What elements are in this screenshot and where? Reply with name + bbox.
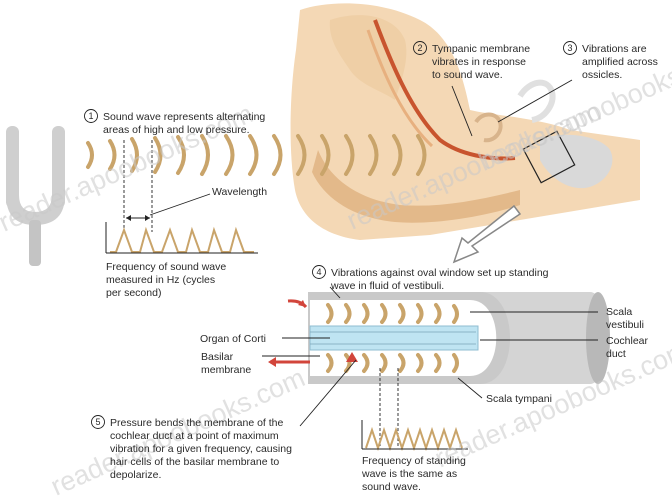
svg-text:Frequency of standing: Frequency of standing bbox=[362, 455, 466, 467]
svg-text:Sound wave represents alternat: Sound wave represents alternating bbox=[103, 111, 265, 123]
svg-text:4: 4 bbox=[316, 267, 321, 277]
svg-text:vestibuli: vestibuli bbox=[606, 319, 644, 331]
frequency-standing-label: Frequency of standing wave is the same a… bbox=[361, 455, 466, 493]
svg-text:duct: duct bbox=[606, 348, 626, 360]
svg-text:ossicles.: ossicles. bbox=[582, 69, 622, 81]
svg-text:to sound wave.: to sound wave. bbox=[432, 69, 503, 81]
svg-text:3: 3 bbox=[567, 43, 572, 53]
svg-text:wave is the same as: wave is the same as bbox=[361, 468, 457, 480]
svg-text:wave in fluid of vestibuli.: wave in fluid of vestibuli. bbox=[330, 280, 444, 292]
svg-text:Basilar: Basilar bbox=[201, 351, 234, 363]
svg-text:sound wave.: sound wave. bbox=[362, 481, 421, 493]
cochlea-wave-arcs bbox=[326, 303, 459, 373]
svg-text:membrane: membrane bbox=[201, 364, 251, 376]
svg-text:areas of high and low pressure: areas of high and low pressure. bbox=[103, 124, 250, 136]
outer-ear-illustration bbox=[290, 3, 640, 240]
svg-text:per second): per second) bbox=[106, 287, 161, 299]
svg-text:Scala: Scala bbox=[606, 306, 632, 318]
wavelength-label: Wavelength bbox=[212, 186, 267, 198]
scala-vestibuli-label: Scala vestibuli bbox=[606, 306, 644, 331]
step-1-callout: 1 Sound wave represents alternating area… bbox=[84, 109, 265, 136]
sound-wave-arcs bbox=[86, 134, 427, 176]
svg-text:5: 5 bbox=[95, 417, 100, 427]
svg-text:vibration for a given frequenc: vibration for a given frequency, causing bbox=[110, 443, 292, 455]
frequency-sound-label: Frequency of sound wave measured in Hz (… bbox=[106, 261, 226, 299]
standing-wave-trace bbox=[365, 426, 463, 452]
sound-frequency-trace bbox=[110, 226, 254, 253]
tuning-fork-icon bbox=[6, 126, 65, 266]
step-5-callout: 5 Pressure bends the membrane of the coc… bbox=[91, 415, 292, 481]
bend-point-marker bbox=[346, 352, 358, 362]
svg-text:hair cells of the basilar memb: hair cells of the basilar membrane to bbox=[110, 456, 279, 468]
organ-of-corti-label: Organ of Corti bbox=[200, 333, 266, 345]
svg-text:1: 1 bbox=[88, 111, 93, 121]
svg-text:Frequency of sound wave: Frequency of sound wave bbox=[106, 261, 226, 273]
svg-text:Vibrations against oval window: Vibrations against oval window set up st… bbox=[331, 267, 549, 279]
cochlea-tube bbox=[268, 292, 610, 384]
svg-text:amplified across: amplified across bbox=[582, 56, 658, 68]
detail-box bbox=[522, 130, 576, 184]
svg-text:depolarize.: depolarize. bbox=[110, 469, 161, 481]
cochlear-duct-label: Cochlear duct bbox=[606, 335, 649, 360]
svg-text:vibrates in response: vibrates in response bbox=[432, 56, 526, 68]
svg-text:Tympanic membrane: Tympanic membrane bbox=[432, 43, 530, 55]
step-3-callout: 3 Vibrations are amplified across ossicl… bbox=[563, 41, 658, 81]
svg-text:Pressure bends the membrane of: Pressure bends the membrane of the bbox=[110, 417, 284, 429]
svg-text:measured in Hz (cycles: measured in Hz (cycles bbox=[106, 274, 215, 286]
scala-tympani-label: Scala tympani bbox=[486, 393, 552, 405]
zoom-arrow bbox=[452, 204, 522, 264]
svg-text:Cochlear: Cochlear bbox=[606, 335, 649, 347]
svg-text:2: 2 bbox=[417, 43, 422, 53]
basilar-membrane-label: Basilar membrane bbox=[201, 351, 251, 376]
step-2-callout: 2 Tympanic membrane vibrates in response… bbox=[413, 41, 530, 81]
step-4-callout: 4 Vibrations against oval window set up … bbox=[312, 265, 549, 292]
svg-text:Vibrations are: Vibrations are bbox=[582, 43, 647, 55]
svg-text:cochlear duct at a point of ma: cochlear duct at a point of maximum bbox=[110, 430, 279, 442]
